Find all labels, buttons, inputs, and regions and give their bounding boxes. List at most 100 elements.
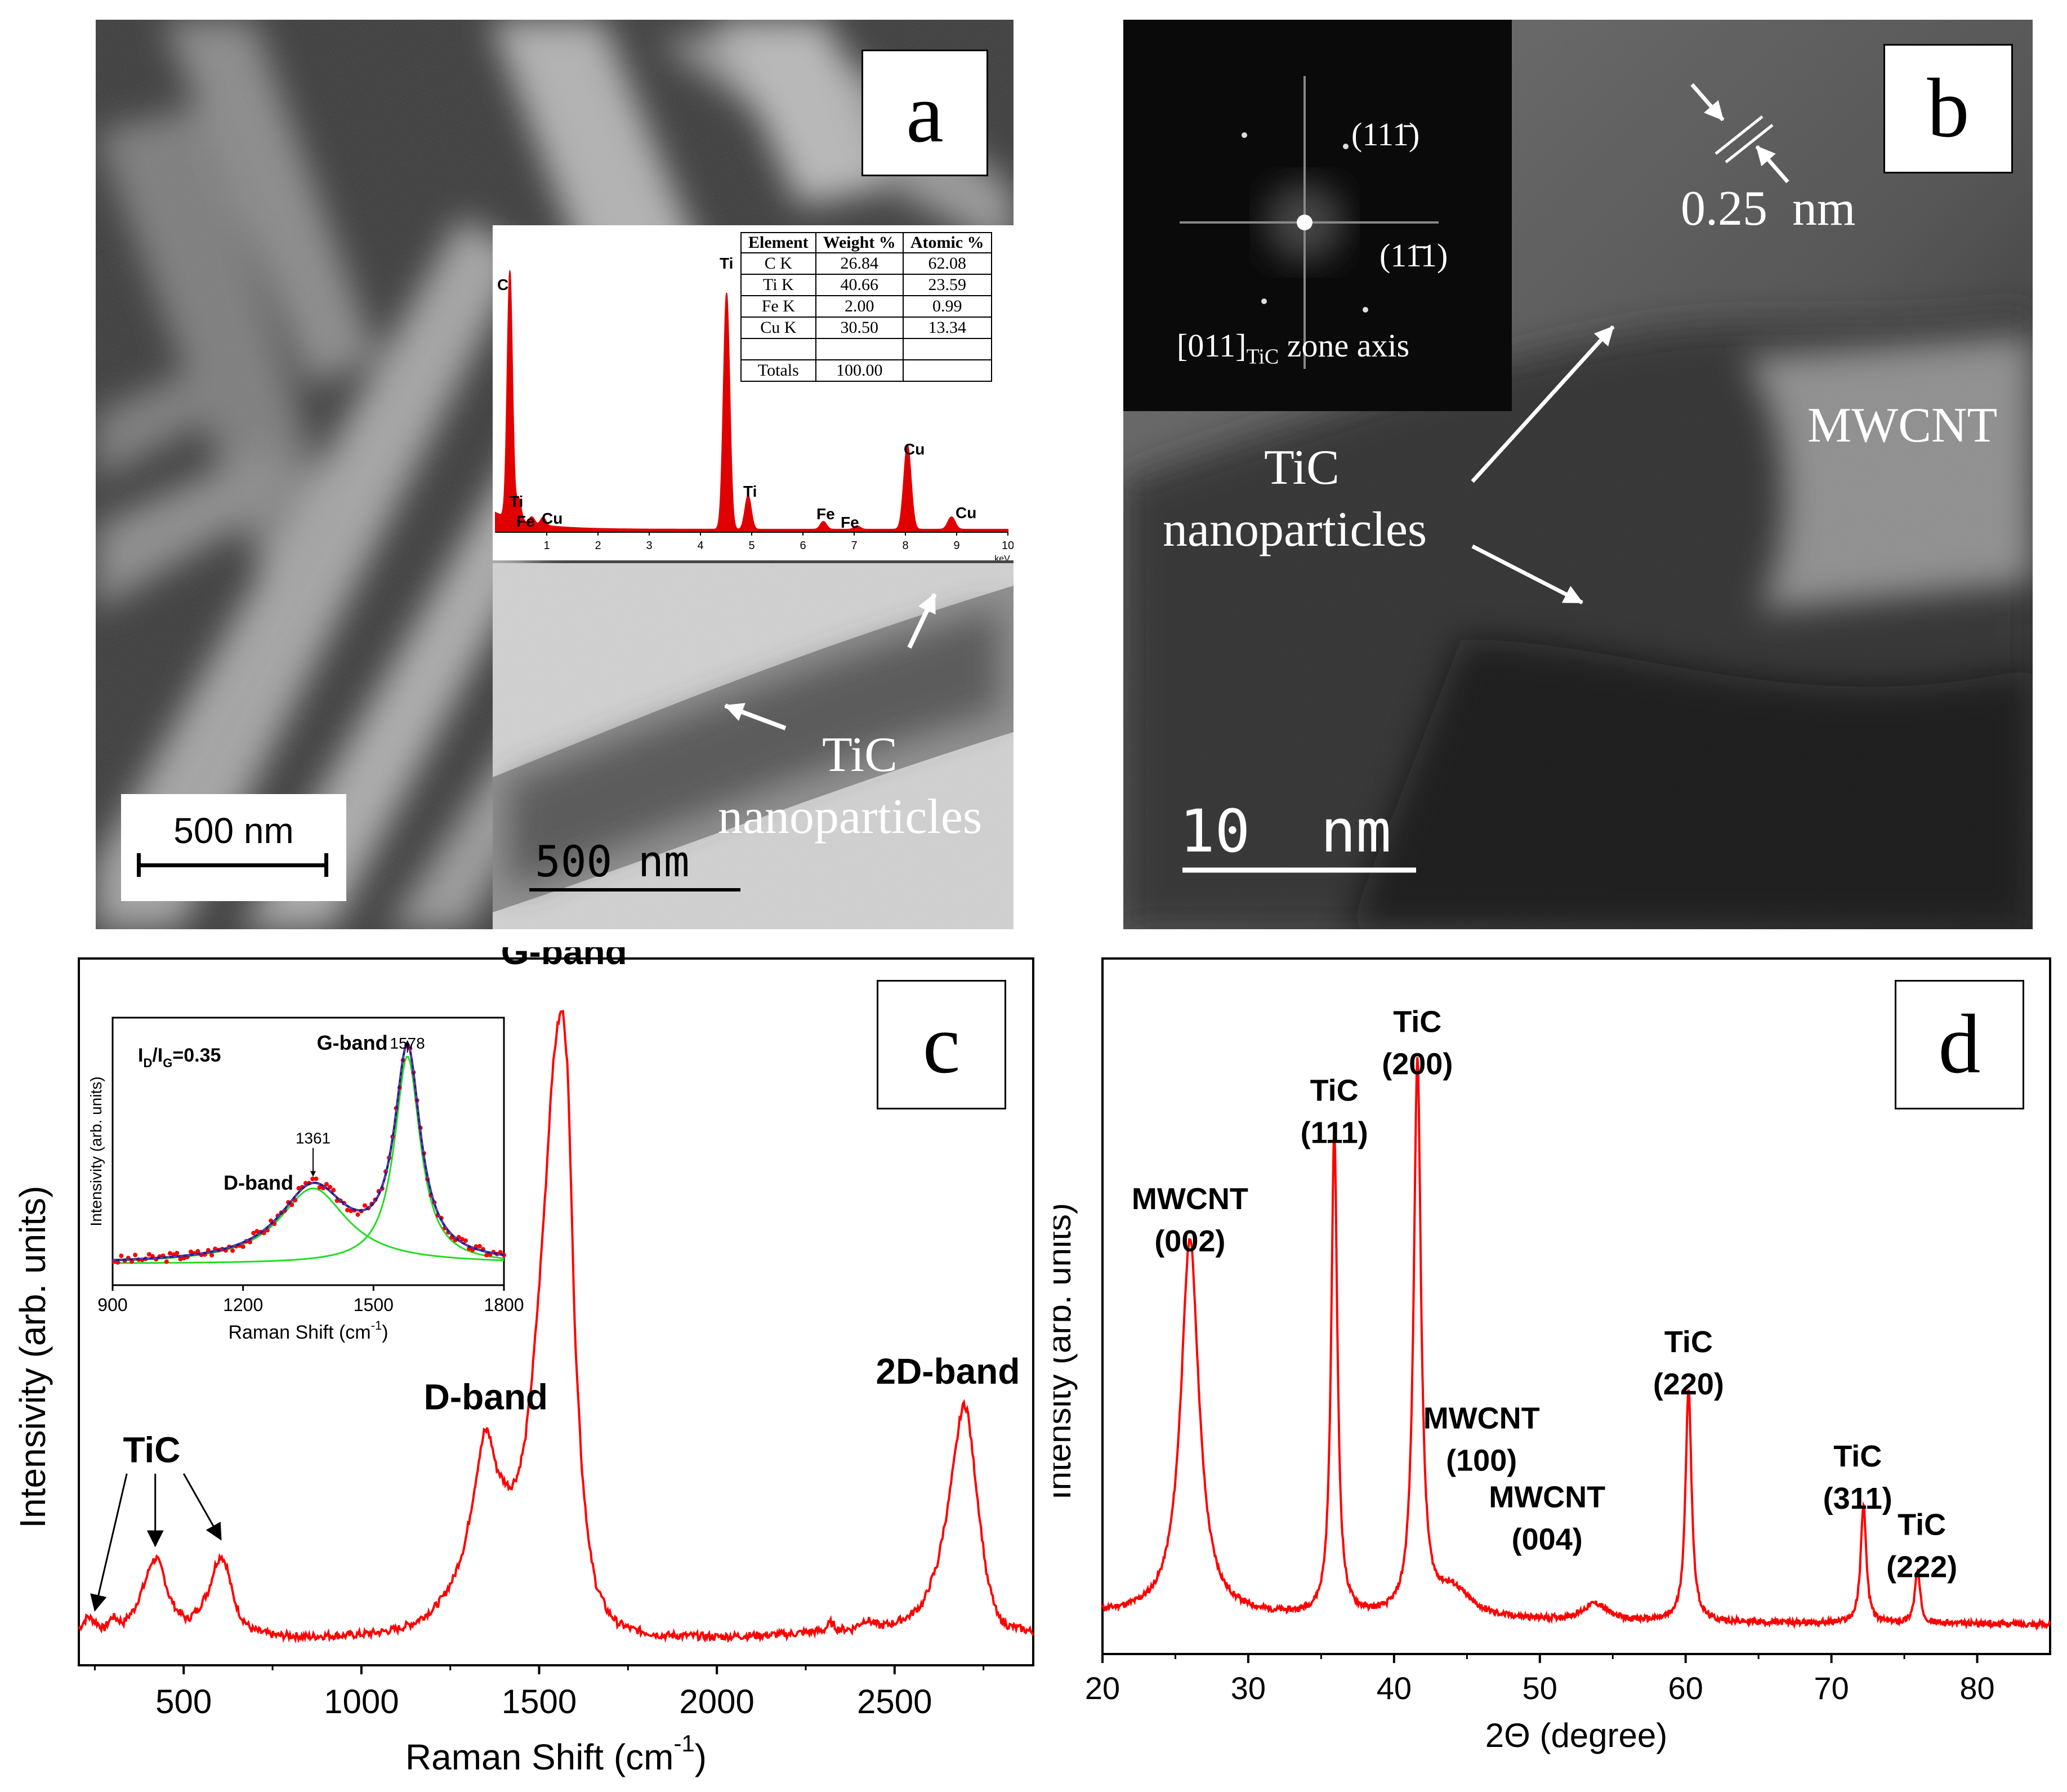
raman-inset-x-tick-label: 900 xyxy=(97,1295,127,1315)
raman-x-tick-label: 1500 xyxy=(502,1683,577,1720)
eds-tick-label: 3 xyxy=(646,540,652,552)
fft-spot-label-2: (11̄1) xyxy=(1380,237,1448,274)
zone-axis-tail: zone axis xyxy=(1287,327,1410,364)
xrd-peak-label-hkl: (111) xyxy=(1301,1116,1368,1149)
eds-spectrum-fill xyxy=(495,270,1008,533)
eds-table-row xyxy=(740,338,992,360)
spacing-arrow-1 xyxy=(1690,83,1725,122)
eds-table-header: Weight % xyxy=(815,232,904,253)
raman-inset-y-label: Intensivity (arb. units) xyxy=(87,1076,105,1226)
eds-peak-label: Cu xyxy=(904,440,925,458)
tic-arrow-1 xyxy=(1471,325,1615,483)
tic-label: TiC xyxy=(1264,440,1340,495)
sem-scale-bar-tick-left xyxy=(137,853,141,877)
raman-g-band-label: G-band xyxy=(501,947,627,972)
xrd-peak-label-hkl: (002) xyxy=(1154,1224,1225,1258)
zone-axis-main: [011] xyxy=(1177,327,1247,364)
eds-table-cell: Fe K xyxy=(740,295,816,318)
eds-table-cell: 30.50 xyxy=(815,317,904,339)
raman-inset-x-tick-label: 1500 xyxy=(354,1295,394,1315)
zone-axis-sub: TiC xyxy=(1246,345,1279,369)
tem-texture xyxy=(493,563,1014,929)
raman-tic-arrow xyxy=(90,1473,128,1612)
sem-scale-bar-line xyxy=(137,863,328,867)
panel-d-label: d xyxy=(1895,980,2024,1109)
raman-x-tick-label: 1000 xyxy=(324,1683,399,1720)
raman-inset-g-fit xyxy=(113,1056,505,1264)
raman-inset-envelope xyxy=(112,1044,505,1261)
eds-peak-label: Cu xyxy=(542,510,562,527)
eds-table-header: Atomic % xyxy=(902,232,992,253)
eds-peak-label: Ti xyxy=(510,493,523,510)
xrd-peak-label-hkl: (220) xyxy=(1653,1367,1724,1401)
eds-tick-label: 1 xyxy=(543,540,550,552)
raman-inset-frame xyxy=(111,1017,505,1286)
raman-x-axis-label: Raman Shift (cm-1) xyxy=(405,1730,707,1777)
raman-inset-peak-1361: 1361 xyxy=(296,1129,331,1147)
raman-inset-x-tick-label: 1200 xyxy=(223,1295,263,1315)
xrd-peak-label-hkl: (222) xyxy=(1886,1550,1957,1584)
eds-peak-label: Fe xyxy=(816,505,835,523)
panel-c-label: c xyxy=(877,980,1006,1109)
raman-d-band-label: D-band xyxy=(424,1377,548,1417)
panel-b-label: b xyxy=(1883,44,2013,173)
xrd-x-tick-label: 80 xyxy=(1959,1670,1994,1706)
xrd-x-tick-label: 40 xyxy=(1377,1670,1412,1706)
eds-tick-label: 5 xyxy=(748,540,755,552)
raman-x-tick-label: 2500 xyxy=(857,1683,932,1720)
raman-inset-ratio: ID/IG=0.35 xyxy=(138,1045,221,1070)
eds-peak-label: C xyxy=(497,276,508,293)
eds-tick-label: 4 xyxy=(697,540,703,552)
xrd-x-tick-label: 20 xyxy=(1085,1670,1120,1706)
eds-table-cell xyxy=(902,338,992,360)
eds-table-cell: 13.34 xyxy=(902,317,992,339)
eds-peak-label: Fe xyxy=(516,512,535,530)
raman-y-axis-label: Intensivity (arb. units) xyxy=(12,1185,53,1528)
eds-tick-label: 6 xyxy=(800,540,806,552)
lattice-line-1 xyxy=(1715,115,1764,155)
xrd-peak-label-hkl: (004) xyxy=(1512,1523,1583,1557)
raman-2d-band-label: 2D-band xyxy=(876,1351,1020,1392)
tem-inset: TiC nanoparticles 500 nm xyxy=(493,563,1014,929)
xrd-x-tick-label: 50 xyxy=(1523,1670,1557,1706)
sem-scale-bar-tick-right xyxy=(324,853,328,877)
eds-tick-label: 8 xyxy=(902,540,908,552)
eds-table-cell: 0.99 xyxy=(902,295,992,318)
eds-tick-label: 2 xyxy=(595,540,601,552)
hrtem-scale-bar-label: 10 nm xyxy=(1180,797,1391,866)
eds-table-cell: Ti K xyxy=(740,274,816,296)
eds-table-cell: 26.84 xyxy=(815,252,904,275)
xrd-y-axis-label: Intensity (arb. units) xyxy=(1053,1203,1078,1500)
eds-table-cell xyxy=(815,338,904,360)
eds-tick-label: 9 xyxy=(953,540,959,552)
eds-peak-label: Fe xyxy=(841,514,859,531)
eds-axis-unit: keV xyxy=(994,554,1010,560)
raman-plot-frame xyxy=(78,957,1034,1666)
eds-table-cell xyxy=(902,359,992,382)
tem-arrow-2 xyxy=(907,593,937,649)
eds-table-cell: C K xyxy=(740,252,816,275)
hrtem-texture xyxy=(1123,20,2033,929)
xrd-x-axis-label: 2Θ (degree) xyxy=(1485,1717,1668,1754)
zone-axis-label: [011]TiC zone axis xyxy=(1177,327,1409,369)
xrd-plot-frame xyxy=(1101,957,2051,1655)
raman-x-tick-label: 500 xyxy=(155,1683,212,1720)
xrd-x-tick-label: 30 xyxy=(1231,1670,1266,1706)
eds-table-cell: Cu K xyxy=(740,317,816,339)
xrd-peak-label-hkl: (100) xyxy=(1446,1443,1517,1477)
nanoparticles-label: nanoparticles xyxy=(1163,502,1427,557)
raman-x-tick-label: 2000 xyxy=(679,1683,754,1720)
eds-table-cell: 23.59 xyxy=(902,274,992,296)
xrd-peak-label-hkl: (311) xyxy=(1823,1482,1892,1515)
xrd-peak-label-name: TiC xyxy=(1833,1439,1882,1473)
xrd-peak-label-name: MWCNT xyxy=(1132,1182,1248,1216)
xrd-x-tick-label: 60 xyxy=(1668,1670,1703,1706)
spacing-arrow-2 xyxy=(1755,145,1789,184)
raman-series-line xyxy=(78,1010,1034,1644)
